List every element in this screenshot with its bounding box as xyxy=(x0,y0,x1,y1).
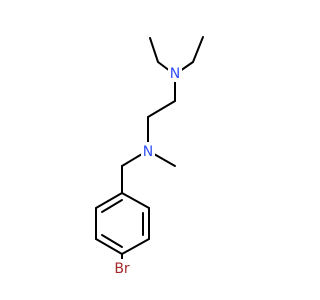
bond-ethyl2-n1 xyxy=(179,61,194,72)
bond-n2-benzyl xyxy=(121,153,143,167)
ring-double-bond-2 xyxy=(101,234,123,248)
bond-ch2-ch2 xyxy=(147,100,176,118)
bond-ethyl2-ch3 xyxy=(192,36,204,63)
ring-bond-4 xyxy=(95,238,123,255)
ring-bond-1 xyxy=(121,192,150,209)
ring-bond-6 xyxy=(95,192,123,209)
bond-n2-methyl xyxy=(153,153,176,167)
molecule-drawing: N N Br xyxy=(95,36,204,277)
bond-ethyl1-ch3 xyxy=(149,37,159,63)
atom-bromine: Br xyxy=(114,261,130,277)
atom-n-methyl: N xyxy=(143,144,153,160)
atom-n-diethyl: N xyxy=(170,66,180,82)
ring-bond-3 xyxy=(121,238,150,255)
ring-double-bond-3 xyxy=(101,199,123,213)
structure-canvas: N N Br xyxy=(95,36,204,277)
